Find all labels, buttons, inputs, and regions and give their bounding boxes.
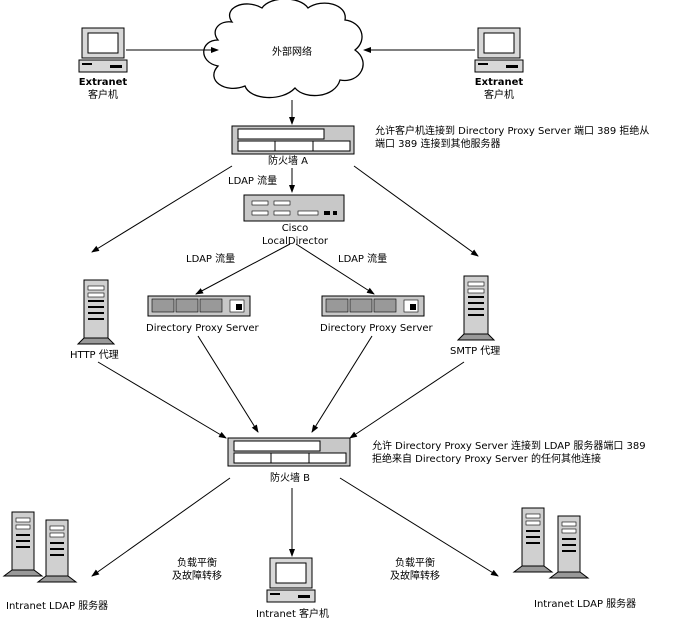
extranet-client-left-icon — [78, 27, 128, 73]
intranet-client-icon — [266, 557, 316, 603]
proxy-left-icon — [147, 295, 251, 317]
intranet-client-label: Intranet 客户机 — [256, 609, 330, 620]
ldap-traffic-label-right: LDAP 流量 — [338, 254, 388, 265]
extranet-right-label-line1: Extranet — [474, 77, 524, 88]
smtp-proxy-server-icon — [456, 275, 496, 341]
cloud-label: 外部网络 — [272, 47, 312, 58]
extranet-client-right-icon — [474, 27, 524, 73]
firewall-b-note-line1: 允许 Directory Proxy Server 连接到 LDAP 服务器端口… — [372, 441, 646, 452]
http-proxy-label: HTTP 代理 — [70, 350, 119, 361]
load-balance-right-line2: 及故障转移 — [390, 571, 440, 582]
cisco-localdirector-icon — [243, 194, 345, 222]
extranet-right-label-line2: 客户机 — [484, 90, 514, 101]
arrow-cisco-to-proxy-left — [195, 243, 291, 295]
firewall-b-note-line2: 拒绝来自 Directory Proxy Server 的任何其他连接 — [372, 454, 601, 465]
firewall-a-label: 防火墙 A — [268, 156, 309, 167]
cisco-label-line1: Cisco — [281, 223, 309, 234]
proxy-left-label: Directory Proxy Server — [146, 323, 259, 334]
arrow-fwb-to-ldap-left — [91, 477, 231, 577]
intranet-ldap-servers-right-icon — [512, 507, 590, 579]
load-balance-left-line2: 及故障转移 — [172, 571, 222, 582]
arrow-http-to-fwb — [97, 361, 227, 439]
firewall-a-icon — [231, 125, 355, 155]
arrow-fwa-to-smtp — [353, 165, 479, 257]
intranet-ldap-servers-left-icon — [2, 511, 78, 583]
arrow-cisco-to-proxy-right — [295, 243, 375, 295]
ldap-traffic-label-top: LDAP 流量 — [228, 176, 278, 187]
firewall-b-label: 防火墙 B — [270, 473, 311, 484]
load-balance-left-line1: 负载平衡 — [177, 558, 217, 569]
extranet-left-label-line1: Extranet — [78, 77, 128, 88]
firewall-a-note-line2: 端口 389 连接到其他服务器 — [375, 139, 501, 150]
arrow-smtp-to-fwb — [349, 361, 465, 439]
external-network-cloud — [203, 0, 364, 99]
arrow-proxy-right-to-fwb — [311, 335, 373, 433]
arrow-proxy-left-to-fwb — [197, 335, 259, 433]
intranet-ldap-left-label: Intranet LDAP 服务器 — [6, 601, 109, 612]
proxy-right-icon — [321, 295, 425, 317]
arrow-fwb-to-ldap-right — [339, 477, 499, 577]
smtp-proxy-label: SMTP 代理 — [450, 346, 501, 357]
http-proxy-server-icon — [76, 279, 116, 345]
cisco-label-line2: LocalDirector — [261, 236, 329, 247]
load-balance-right-line1: 负载平衡 — [395, 558, 435, 569]
ldap-traffic-label-left: LDAP 流量 — [186, 254, 236, 265]
extranet-left-label-line2: 客户机 — [88, 90, 118, 101]
firewall-b-icon — [227, 437, 351, 467]
arrow-fwa-to-http — [91, 165, 233, 253]
proxy-right-label: Directory Proxy Server — [320, 323, 433, 334]
intranet-ldap-right-label: Intranet LDAP 服务器 — [534, 599, 637, 610]
firewall-a-note-line1: 允许客户机连接到 Directory Proxy Server 端口 389 拒… — [375, 126, 650, 137]
